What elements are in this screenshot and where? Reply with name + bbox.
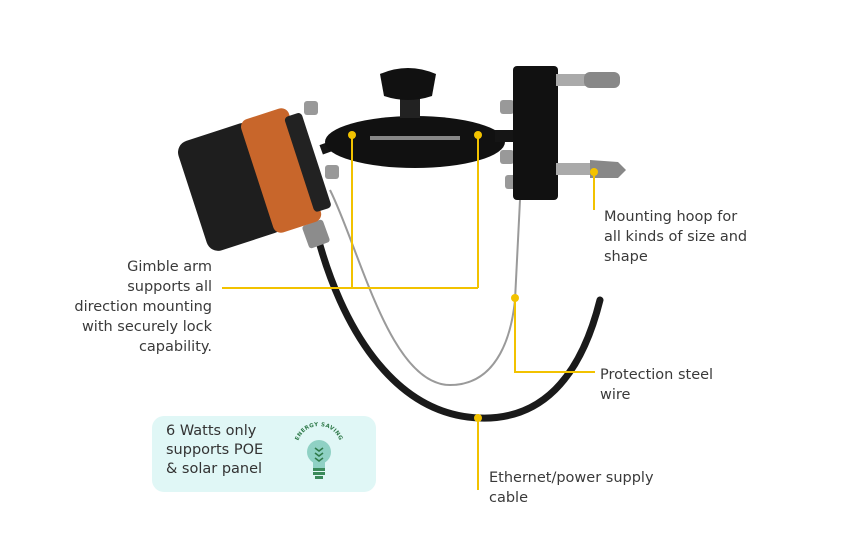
callout-lines <box>222 135 595 490</box>
callout-line: Protection steel <box>600 367 714 383</box>
energy-text: 6 Watts only supports POE & solar panel <box>166 422 263 479</box>
callout-line: with securely lock <box>81 319 212 335</box>
mounting-hoop-callout: Mounting hoop for all kinds of size and … <box>604 207 747 267</box>
mounting-bracket <box>513 66 558 200</box>
energy-line: 6 Watts only <box>166 423 257 439</box>
knob <box>380 68 436 100</box>
lightbulb-icon: ENERGY SAVING <box>295 422 344 479</box>
bolt <box>325 165 339 179</box>
gimbal-arm <box>325 116 505 168</box>
energy-saving-box: 6 Watts only supports POE & solar panel … <box>152 416 376 492</box>
cable-gland <box>302 219 330 249</box>
callout-line: direction mounting <box>74 299 212 315</box>
badge-text-path: ENERGY SAVING <box>295 422 344 442</box>
callout-dots <box>348 131 598 422</box>
callout-line: supports all <box>127 279 212 295</box>
arm-slot <box>370 136 460 140</box>
callout-line: capability. <box>138 339 212 355</box>
bolt <box>500 150 514 164</box>
bolt <box>500 100 514 114</box>
steel-wire-callout: Protection steel wire <box>600 365 713 405</box>
cable-callout: Ethernet/power supply cable <box>489 468 654 508</box>
callout-line: Ethernet/power supply <box>489 470 654 486</box>
gimble-arm-callout: Gimble arm supports all direction mounti… <box>74 257 212 357</box>
knob-stem <box>400 96 420 118</box>
callout-line: wire <box>600 387 631 403</box>
callout-line: shape <box>604 249 648 265</box>
callout-line: Mounting hoop for <box>604 209 738 225</box>
bolt <box>304 101 318 115</box>
energy-line: & solar panel <box>166 461 263 477</box>
callout-line: cable <box>489 490 529 506</box>
callout-line: Gimble arm <box>127 259 212 275</box>
energy-saving-badge-text: ENERGY SAVING <box>295 422 344 442</box>
camera-body <box>178 108 331 251</box>
mounting-hoop <box>556 72 626 178</box>
callout-line: all kinds of size and <box>604 229 748 245</box>
energy-line: supports POE <box>166 442 264 458</box>
steel-wire <box>329 189 521 387</box>
